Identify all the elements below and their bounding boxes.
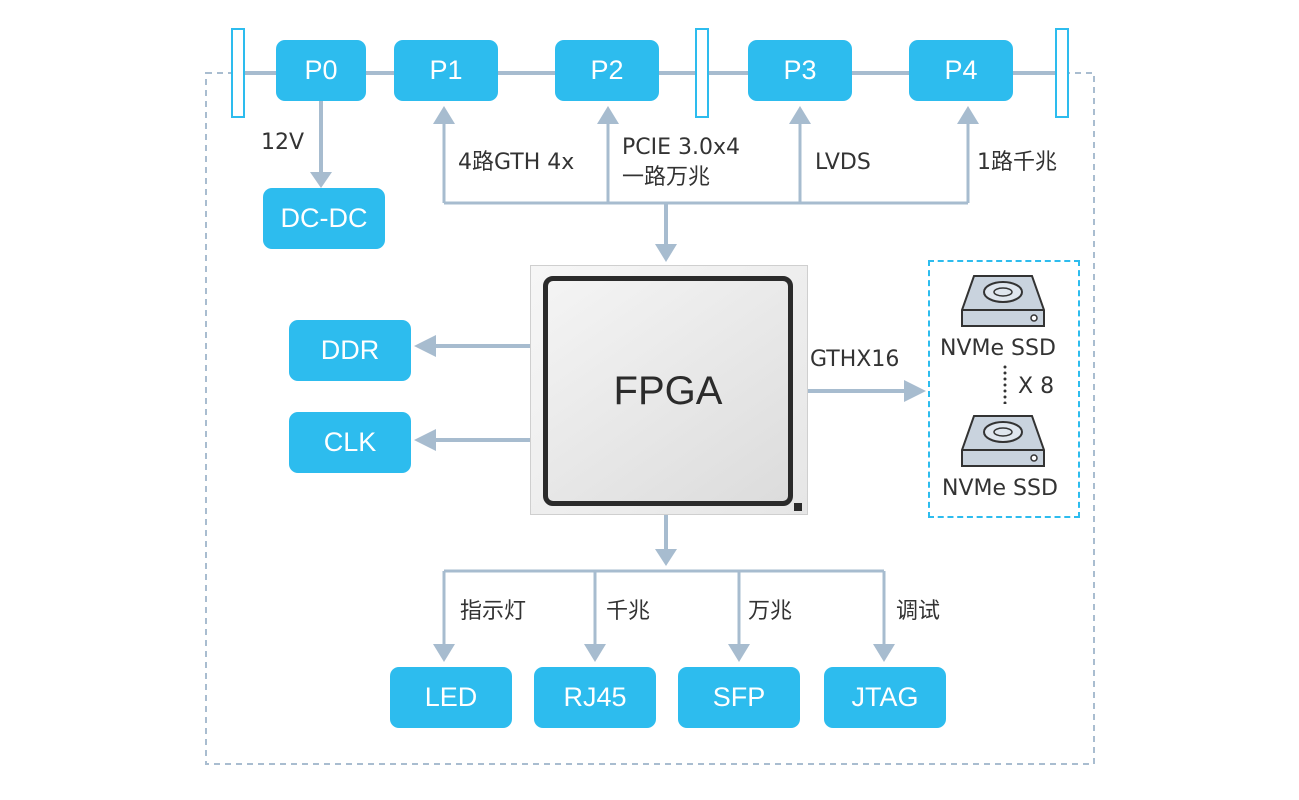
rail-tab-right (1055, 28, 1069, 118)
led-block: LED (390, 667, 512, 728)
connector-p1: P1 (394, 40, 498, 101)
bottom-label-10g: 万兆 (748, 599, 793, 624)
rj45-block: RJ45 (534, 667, 656, 728)
fpga-label: FPGA (543, 276, 793, 506)
fpga-chip: FPGA (530, 265, 808, 515)
ellipsis-dots (1003, 365, 1007, 404)
bus-label-p2-line1: PCIE 3.0x4 (622, 135, 741, 160)
ssd-group (928, 260, 1080, 518)
bottom-label-debug: 调试 (896, 599, 941, 624)
connector-p0: P0 (276, 40, 366, 101)
jtag-block: JTAG (824, 667, 946, 728)
rail-tab-middle (695, 28, 709, 118)
ssd-count-label: X 8 (1018, 374, 1055, 399)
rail-tab-left (231, 28, 245, 118)
connector-p3: P3 (748, 40, 852, 101)
voltage-label: 12V (261, 130, 305, 155)
bus-label-p4: 1路千兆 (977, 150, 1057, 175)
ssd-drive-label-bottom: NVMe SSD (942, 476, 1058, 501)
ssd-drive-label-top: NVMe SSD (940, 336, 1056, 361)
bottom-label-gigabit: 千兆 (606, 599, 651, 624)
clk-block: CLK (289, 412, 411, 473)
ssd-drive-icon (961, 415, 1045, 467)
dcdc-block: DC-DC (263, 188, 385, 249)
connector-p2: P2 (555, 40, 659, 101)
ssd-drive-icon (961, 275, 1045, 327)
bus-label-p2-line2: 一路万兆 (622, 165, 711, 190)
connector-p4: P4 (909, 40, 1013, 101)
bottom-label-indicator: 指示灯 (460, 599, 527, 624)
sfp-block: SFP (678, 667, 800, 728)
bus-label-p1: 4路GTH 4x (458, 150, 575, 175)
ssd-link-label: GTHX16 (810, 347, 900, 372)
chip-pin1-marker (794, 503, 802, 511)
bus-label-p3: LVDS (815, 150, 871, 175)
ddr-block: DDR (289, 320, 411, 381)
